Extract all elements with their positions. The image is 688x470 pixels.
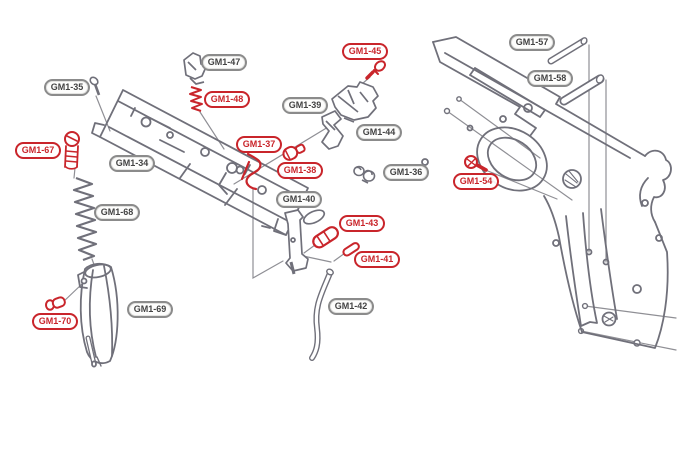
part-label-gm1-68: GM1-68 (94, 204, 140, 221)
part-label-gm1-44: GM1-44 (356, 124, 402, 141)
part-label-gm1-38: GM1-38 (277, 162, 323, 179)
part-label-gm1-41: GM1-41 (354, 251, 400, 268)
part-label-gm1-57: GM1-57 (509, 34, 555, 51)
part-label-gm1-48: GM1-48 (204, 91, 250, 108)
part-gm1-70-bushings (45, 296, 66, 311)
part-label-gm1-34: GM1-34 (109, 155, 155, 172)
part-gm1-38-valve (282, 143, 306, 161)
part-label-gm1-39: GM1-39 (282, 97, 328, 114)
part-label-gm1-58: GM1-58 (527, 70, 573, 87)
part-label-gm1-35: GM1-35 (44, 79, 90, 96)
part-label-gm1-47: GM1-47 (201, 54, 247, 71)
part-label-gm1-40: GM1-40 (276, 191, 322, 208)
part-gm1-39-sear (321, 110, 344, 150)
pin-tips (443, 96, 641, 347)
part-gm1-68-spring (72, 176, 98, 262)
part-label-gm1-45: GM1-45 (342, 43, 388, 60)
part-gm1-35-screw (89, 76, 101, 96)
part-gm1-40-knocker (284, 209, 326, 275)
part-gm1-47-block (183, 52, 207, 85)
part-label-gm1-37: GM1-37 (236, 136, 282, 153)
part-label-gm1-43: GM1-43 (339, 215, 385, 232)
pistol-frame (421, 36, 672, 349)
part-label-gm1-67: GM1-67 (15, 142, 61, 159)
part-label-gm1-70: GM1-70 (32, 313, 78, 330)
part-gm1-41-pin (342, 242, 360, 257)
part-label-gm1-69: GM1-69 (127, 301, 173, 318)
part-gm1-36-nuts (353, 165, 376, 184)
part-gm1-69-housing (77, 262, 119, 368)
part-gm1-58-pin (559, 74, 605, 106)
part-gm1-34-chassis (91, 89, 309, 236)
part-label-gm1-54: GM1-54 (453, 173, 499, 190)
part-gm1-67-screw (64, 131, 80, 170)
part-gm1-57-pin (547, 37, 588, 65)
part-label-gm1-42: GM1-42 (328, 298, 374, 315)
part-gm1-44-housing (331, 81, 379, 123)
part-gm1-43-cylinder (312, 226, 339, 249)
part-gm1-54-screw (464, 155, 488, 172)
part-gm1-48-spring (189, 86, 203, 112)
part-gm1-37-spring (240, 152, 262, 191)
part-gm1-42-rod (309, 268, 334, 361)
part-gm1-45-screw (365, 60, 387, 80)
part-label-gm1-36: GM1-36 (383, 164, 429, 181)
